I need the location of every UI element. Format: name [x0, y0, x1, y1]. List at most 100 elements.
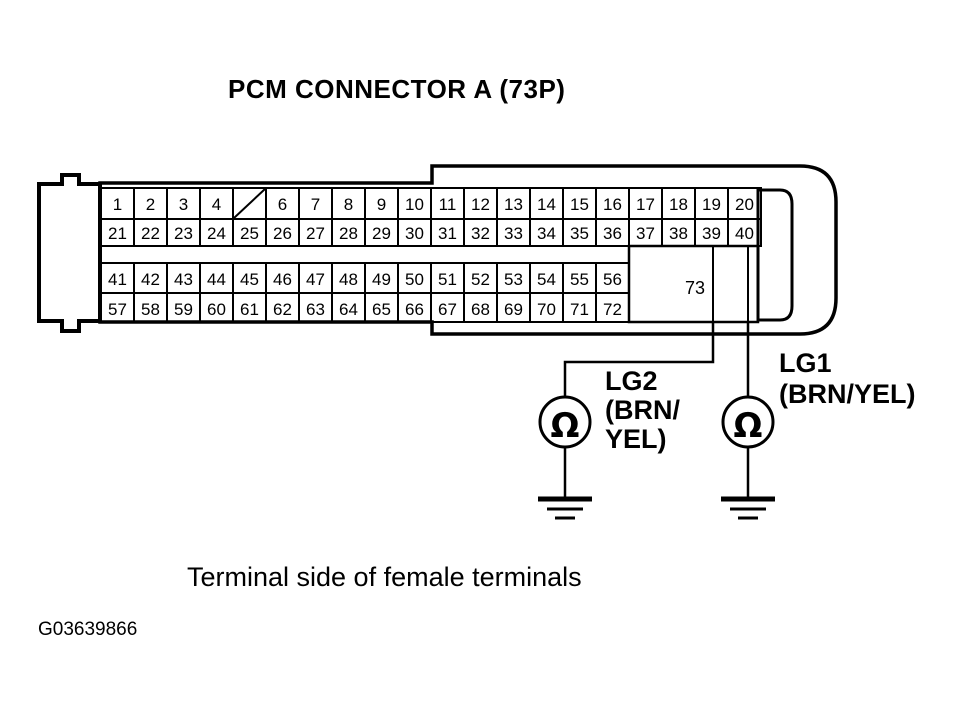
pin-cell-38[interactable]: 38	[661, 218, 696, 247]
pin-cell-1[interactable]: 1	[100, 187, 135, 220]
pin-cell-41[interactable]: 41	[100, 262, 135, 294]
pin-cell-42[interactable]: 42	[133, 262, 168, 294]
pin-cell-73[interactable]: 73	[627, 244, 760, 324]
pin-cell-34[interactable]: 34	[529, 218, 564, 247]
pin-cell-33[interactable]: 33	[496, 218, 531, 247]
pin-cell-54[interactable]: 54	[529, 262, 564, 294]
pin-cell-29[interactable]: 29	[364, 218, 399, 247]
pin-cell-16[interactable]: 16	[595, 187, 630, 220]
pin-cell-53[interactable]: 53	[496, 262, 531, 294]
pin-cell-21[interactable]: 21	[100, 218, 135, 247]
pin-cell-72[interactable]: 72	[595, 292, 630, 323]
pin-cell-9[interactable]: 9	[364, 187, 399, 220]
pin-cell-46[interactable]: 46	[265, 262, 300, 294]
pin-label: 21	[108, 224, 127, 243]
pin-label: 71	[570, 300, 589, 319]
lg2-label-line-3: YEL)	[605, 424, 667, 454]
pin-cell-51[interactable]: 51	[430, 262, 465, 294]
pin-cell-14[interactable]: 14	[529, 187, 564, 220]
pin-label: 41	[108, 270, 127, 289]
ohmmeter-lg1[interactable]: Ω	[721, 395, 775, 449]
pin-label: 48	[339, 270, 358, 289]
pin-cell-36[interactable]: 36	[595, 218, 630, 247]
ohmmeter-lg2[interactable]: Ω	[538, 395, 592, 449]
pin-cell-4[interactable]: 4	[199, 187, 234, 220]
blank-slash-icon	[233, 188, 266, 219]
pin-label: 63	[306, 300, 325, 319]
pin-label: 9	[377, 195, 386, 214]
pin-label: 20	[735, 195, 754, 214]
pin-cell-3[interactable]: 3	[166, 187, 201, 220]
pin-cell-40[interactable]: 40	[727, 218, 762, 247]
pin-cell-45[interactable]: 45	[232, 262, 267, 294]
pin-cell-19[interactable]: 19	[694, 187, 729, 220]
connector-body-outline	[98, 164, 838, 336]
pin-label: 27	[306, 224, 325, 243]
pin-cell-48[interactable]: 48	[331, 262, 366, 294]
pin-cell-35[interactable]: 35	[562, 218, 597, 247]
pin-cell-64[interactable]: 64	[331, 292, 366, 323]
pin-label: 54	[537, 270, 556, 289]
pin-cell-56[interactable]: 56	[595, 262, 630, 294]
pin-cell-63[interactable]: 63	[298, 292, 333, 323]
pin-cell-44[interactable]: 44	[199, 262, 234, 294]
pin-cell-55[interactable]: 55	[562, 262, 597, 294]
pin-cell-47[interactable]: 47	[298, 262, 333, 294]
pin-cell-24[interactable]: 24	[199, 218, 234, 247]
pin-cell-69[interactable]: 69	[496, 292, 531, 323]
pin-cell-62[interactable]: 62	[265, 292, 300, 323]
pin-label: 62	[273, 300, 292, 319]
pin-cell-27[interactable]: 27	[298, 218, 333, 247]
pin-cell-52[interactable]: 52	[463, 262, 498, 294]
pin-label: 69	[504, 300, 523, 319]
pin-cell-20[interactable]: 20	[727, 187, 762, 220]
pin-cell-2[interactable]: 2	[133, 187, 168, 220]
pin-cell-71[interactable]: 71	[562, 292, 597, 323]
pin-cell-7[interactable]: 7	[298, 187, 333, 220]
pin-cell-57[interactable]: 57	[100, 292, 135, 323]
pin-cell-32[interactable]: 32	[463, 218, 498, 247]
pin-label: 33	[504, 224, 523, 243]
pin-cell-30[interactable]: 30	[397, 218, 432, 247]
pin-cell-18[interactable]: 18	[661, 187, 696, 220]
pin-cell-65[interactable]: 65	[364, 292, 399, 323]
pin-label: 42	[141, 270, 160, 289]
pin-cell-22[interactable]: 22	[133, 218, 168, 247]
pin-cell-10[interactable]: 10	[397, 187, 432, 220]
pin-cell-49[interactable]: 49	[364, 262, 399, 294]
pin-cell-31[interactable]: 31	[430, 218, 465, 247]
pin-label: 58	[141, 300, 160, 319]
pin-label: 12	[471, 195, 490, 214]
pin-cell-59[interactable]: 59	[166, 292, 201, 323]
pin-label: 70	[537, 300, 556, 319]
pin-cell-66[interactable]: 66	[397, 292, 432, 323]
pin-cell-39[interactable]: 39	[694, 218, 729, 247]
pin-cell-13[interactable]: 13	[496, 187, 531, 220]
pin-cell-61[interactable]: 61	[232, 292, 267, 323]
pin-cell-43[interactable]: 43	[166, 262, 201, 294]
pin-cell-11[interactable]: 11	[430, 187, 465, 220]
pin-cell-15[interactable]: 15	[562, 187, 597, 220]
lg1-label-line-1: LG1	[779, 348, 832, 378]
pin-cell-70[interactable]: 70	[529, 292, 564, 323]
pin-cell-28[interactable]: 28	[331, 218, 366, 247]
pin-row-2: 21 22 23 24 25 26	[100, 218, 762, 247]
pin-label: 55	[570, 270, 589, 289]
pin-cell-37[interactable]: 37	[628, 218, 663, 247]
pin-cell-23[interactable]: 23	[166, 218, 201, 247]
pin-label: 50	[405, 270, 424, 289]
pin-cell-6[interactable]: 6	[265, 187, 300, 220]
pin-label: 40	[735, 224, 754, 243]
pin-cell-58[interactable]: 58	[133, 292, 168, 323]
pin-cell-12[interactable]: 12	[463, 187, 498, 220]
pin-label: 18	[669, 195, 688, 214]
pin-cell-68[interactable]: 68	[463, 292, 498, 323]
pin-cell-60[interactable]: 60	[199, 292, 234, 323]
pin-cell-50[interactable]: 50	[397, 262, 432, 294]
pin-cell-25[interactable]: 25	[232, 218, 267, 247]
pin-cell-8[interactable]: 8	[331, 187, 366, 220]
pin-label: 67	[438, 300, 457, 319]
pin-cell-67[interactable]: 67	[430, 292, 465, 323]
pin-cell-26[interactable]: 26	[265, 218, 300, 247]
pin-cell-17[interactable]: 17	[628, 187, 663, 220]
